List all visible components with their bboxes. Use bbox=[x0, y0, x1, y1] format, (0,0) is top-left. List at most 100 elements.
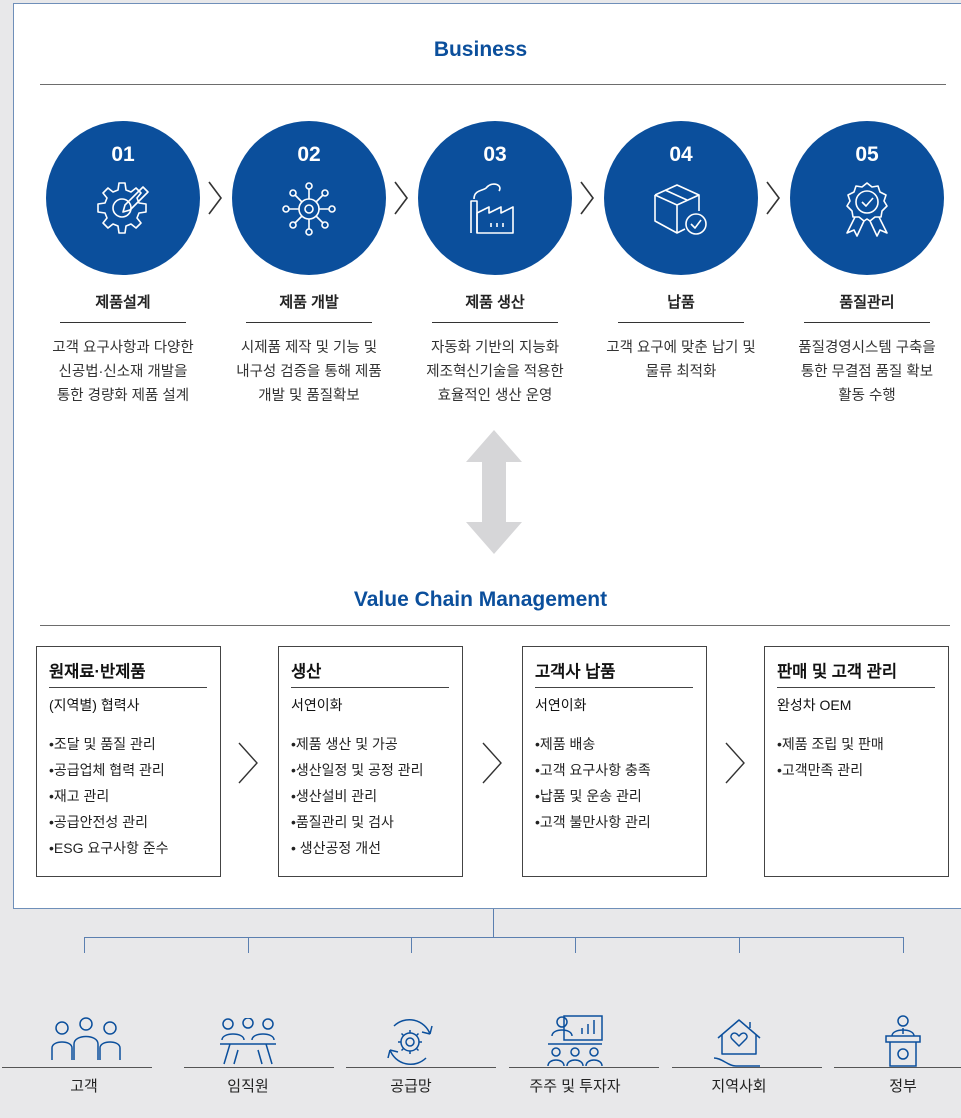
government-icon bbox=[885, 1015, 921, 1067]
step-number: 03 bbox=[483, 143, 507, 166]
business-divider bbox=[40, 84, 946, 85]
step-05-desc: 품질경영시스템 구축을 통한 무결점 품질 확보 활동 수행 bbox=[777, 336, 957, 408]
desc-line: 효율적인 생산 운영 bbox=[437, 388, 553, 404]
stakeholder-underline bbox=[834, 1067, 961, 1068]
box-subtitle: (지역별) 협력사 bbox=[49, 697, 140, 713]
chevron-right-icon bbox=[238, 742, 258, 784]
desc-line: 통한 무결점 품질 확보 bbox=[800, 364, 934, 380]
step-03-underline bbox=[432, 322, 558, 323]
step-02-circle: 02 bbox=[232, 121, 386, 275]
box-items: •제품 생산 및 가공 •생산일정 및 공정 관리 •생산설비 관리 •품질관리… bbox=[291, 731, 424, 861]
tree-stem bbox=[493, 909, 494, 937]
step-04-underline bbox=[618, 322, 744, 323]
quality-badge-icon bbox=[846, 182, 888, 237]
supply-chain-icon bbox=[387, 1018, 433, 1066]
list-item: • 생산공정 개선 bbox=[291, 840, 381, 856]
desc-line: 시제품 제작 및 기능 및 bbox=[240, 340, 378, 356]
box-title: 고객사 납품 bbox=[535, 663, 616, 681]
tree-drop bbox=[739, 937, 740, 953]
business-title: Business bbox=[433, 38, 528, 61]
employees-icon bbox=[220, 1018, 276, 1065]
list-item: •ESG 요구사항 준수 bbox=[49, 840, 169, 856]
list-item: •품질관리 및 검사 bbox=[291, 814, 394, 830]
step-number: 05 bbox=[855, 143, 879, 166]
investors-icon bbox=[547, 1015, 603, 1067]
stakeholder-underline bbox=[509, 1067, 659, 1068]
chevron-right-icon bbox=[725, 742, 745, 784]
stakeholder-label-investors: 주주 및 투자자 bbox=[529, 1078, 621, 1095]
chevron-right-icon bbox=[394, 181, 408, 215]
box-check-icon bbox=[654, 184, 707, 235]
desc-line: 통한 경량화 제품 설계 bbox=[56, 388, 190, 404]
tree-drop bbox=[248, 937, 249, 953]
community-icon bbox=[713, 1019, 761, 1067]
stakeholder-underline bbox=[346, 1067, 496, 1068]
step-05-name: 품질관리 bbox=[839, 294, 895, 311]
list-item: •제품 생산 및 가공 bbox=[291, 736, 398, 752]
list-item: •제품 조립 및 판매 bbox=[777, 736, 884, 752]
step-04-desc: 고객 요구에 맞춘 납기 및 물류 최적화 bbox=[591, 336, 771, 384]
list-item: •생산일정 및 공정 관리 bbox=[291, 762, 424, 778]
tree-drop bbox=[84, 937, 85, 953]
value-chain-box-materials: 원재료·반제품 (지역별) 협력사 •조달 및 품질 관리 •공급업체 협력 관… bbox=[36, 646, 221, 877]
box-items: •제품 조립 및 판매 •고객만족 관리 bbox=[777, 731, 884, 783]
stakeholder-underline bbox=[2, 1067, 152, 1068]
stakeholder-underline bbox=[672, 1067, 822, 1068]
stakeholder-label-community: 지역사회 bbox=[711, 1078, 767, 1095]
step-number: 02 bbox=[297, 143, 321, 166]
list-item: •납품 및 운송 관리 bbox=[535, 788, 642, 804]
box-divider bbox=[777, 687, 935, 688]
desc-line: 제조혁신기술을 적용한 bbox=[426, 364, 564, 380]
gear-pencil-icon bbox=[97, 182, 149, 234]
network-gear-icon bbox=[282, 182, 336, 236]
value-chain-title: Value Chain Management bbox=[353, 588, 608, 611]
list-item: •공급업체 협력 관리 bbox=[49, 762, 165, 778]
value-chain-box-production: 생산 서연이화 •제품 생산 및 가공 •생산일정 및 공정 관리 •생산설비 … bbox=[278, 646, 463, 877]
box-divider bbox=[291, 687, 449, 688]
bidirectional-arrow-icon bbox=[466, 430, 522, 554]
step-03-circle: 03 bbox=[418, 121, 572, 275]
step-01-desc: 고객 요구사항과 다양한 신공법·신소재 개발을 통한 경량화 제품 설계 bbox=[33, 336, 213, 408]
desc-line: 고객 요구사항과 다양한 bbox=[52, 340, 194, 356]
box-subtitle: 서연이화 bbox=[291, 697, 343, 713]
box-subtitle: 서연이화 bbox=[535, 697, 587, 713]
box-subtitle: 완성차 OEM bbox=[777, 697, 852, 713]
tree-drop bbox=[903, 937, 904, 953]
list-item: •제품 배송 bbox=[535, 736, 596, 752]
desc-line: 활동 수행 bbox=[838, 388, 896, 404]
step-03-desc: 자동화 기반의 지능화 제조혁신기술을 적용한 효율적인 생산 운영 bbox=[405, 336, 585, 408]
step-01-name: 제품설계 bbox=[95, 294, 151, 311]
step-02-desc: 시제품 제작 및 기능 및 내구성 검증을 통해 제품 개발 및 품질확보 bbox=[219, 336, 399, 408]
list-item: •고객 불만사항 관리 bbox=[535, 814, 651, 830]
stakeholder-label-customers: 고객 bbox=[70, 1078, 98, 1095]
customers-icon bbox=[51, 1017, 121, 1060]
box-divider bbox=[49, 687, 207, 688]
step-05-circle: 05 bbox=[790, 121, 944, 275]
desc-line: 개발 및 품질확보 bbox=[258, 388, 360, 404]
box-title: 생산 bbox=[291, 663, 322, 681]
value-chain-box-delivery: 고객사 납품 서연이화 •제품 배송 •고객 요구사항 충족 •납품 및 운송 … bbox=[522, 646, 707, 877]
step-03-name: 제품 생산 bbox=[465, 294, 525, 311]
desc-line: 신공법·신소재 개발을 bbox=[58, 364, 188, 380]
step-05-underline bbox=[804, 322, 930, 323]
stakeholder-label-government: 정부 bbox=[889, 1078, 917, 1095]
desc-line: 물류 최적화 bbox=[645, 364, 717, 380]
list-item: •공급안전성 관리 bbox=[49, 814, 148, 830]
step-number: 01 bbox=[111, 143, 135, 166]
tree-drop bbox=[411, 937, 412, 953]
box-title: 판매 및 고객 관리 bbox=[777, 663, 898, 681]
box-items: •조달 및 품질 관리 •공급업체 협력 관리 •재고 관리 •공급안전성 관리… bbox=[49, 731, 169, 861]
factory-icon bbox=[470, 183, 514, 234]
list-item: •재고 관리 bbox=[49, 788, 110, 804]
list-item: •고객 요구사항 충족 bbox=[535, 762, 651, 778]
stakeholder-label-supply-chain: 공급망 bbox=[390, 1078, 432, 1095]
list-item: •고객만족 관리 bbox=[777, 762, 864, 778]
value-chain-divider bbox=[40, 625, 950, 626]
tree-drop bbox=[575, 937, 576, 953]
chevron-right-icon bbox=[208, 181, 222, 215]
list-item: •조달 및 품질 관리 bbox=[49, 736, 156, 752]
step-02-name: 제품 개발 bbox=[279, 294, 339, 311]
chevron-right-icon bbox=[766, 181, 780, 215]
stakeholder-label-employees: 임직원 bbox=[227, 1078, 269, 1095]
desc-line: 내구성 검증을 통해 제품 bbox=[236, 364, 382, 380]
